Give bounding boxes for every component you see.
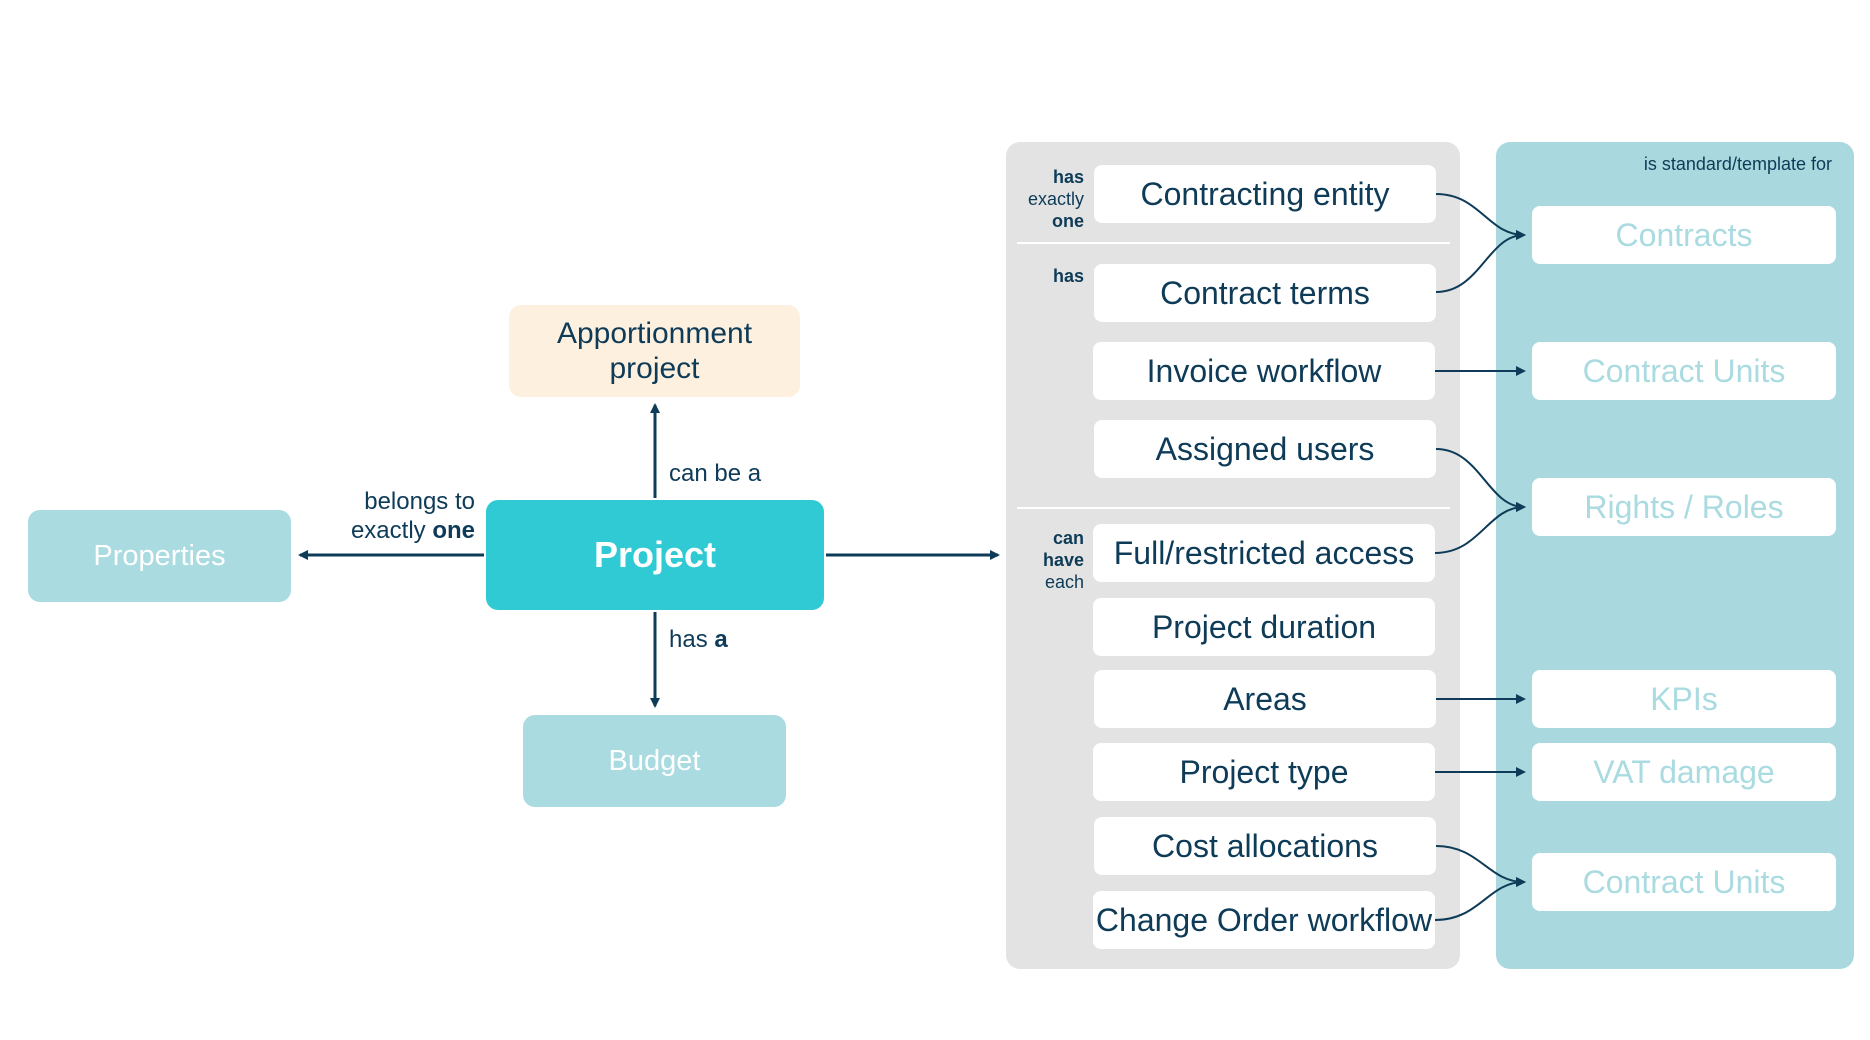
group-divider-1	[1017, 242, 1450, 244]
template-vat-damage[interactable]: VAT damage	[1532, 743, 1836, 801]
project-label: Project	[593, 534, 717, 575]
templates-heading: is standard/template for	[1643, 154, 1832, 174]
project-node[interactable]: Project	[486, 500, 824, 610]
attribute-contract-terms[interactable]: Contract terms	[1094, 264, 1436, 322]
has-a-label: has a	[669, 626, 728, 653]
apportionment-line1: Apportionment	[556, 317, 753, 350]
belongs-to-label: belongs to exactly one	[350, 488, 475, 544]
attribute-areas[interactable]: Areas	[1094, 670, 1436, 728]
template-rights-roles[interactable]: Rights / Roles	[1532, 478, 1836, 536]
group-label-has-exactly-one: has exactly one	[1027, 167, 1084, 231]
attribute-cost-allocations[interactable]: Cost allocations	[1094, 817, 1436, 875]
budget-label: Budget	[608, 744, 701, 777]
attribute-invoice-workflow[interactable]: Invoice workflow	[1093, 342, 1435, 400]
attribute-contracting-entity[interactable]: Contracting entity	[1094, 165, 1436, 223]
template-contracts[interactable]: Contracts	[1532, 206, 1836, 264]
template-contract-units-2[interactable]: Contract Units	[1532, 853, 1836, 911]
properties-label: Properties	[93, 539, 226, 572]
budget-node[interactable]: Budget	[523, 715, 786, 807]
group-label-has: has	[1052, 266, 1084, 286]
attribute-assigned-users[interactable]: Assigned users	[1094, 420, 1436, 478]
group-label-can-have-each: can have each	[1042, 528, 1084, 592]
attribute-change-order-workflow[interactable]: Change Order workflow	[1093, 891, 1435, 949]
attribute-project-type[interactable]: Project type	[1093, 743, 1435, 801]
apportionment-project-node[interactable]: Apportionment project	[509, 305, 800, 397]
template-kpis[interactable]: KPIs	[1532, 670, 1836, 728]
template-contract-units[interactable]: Contract Units	[1532, 342, 1836, 400]
group-divider-2	[1017, 507, 1450, 509]
can-be-a-label: can be a	[669, 460, 762, 487]
templates-panel	[1496, 142, 1854, 969]
apportionment-line2: project	[609, 352, 700, 385]
attribute-project-duration[interactable]: Project duration	[1093, 598, 1435, 656]
properties-node[interactable]: Properties	[28, 510, 291, 602]
attribute-full-restricted-access[interactable]: Full/restricted access	[1093, 524, 1435, 582]
